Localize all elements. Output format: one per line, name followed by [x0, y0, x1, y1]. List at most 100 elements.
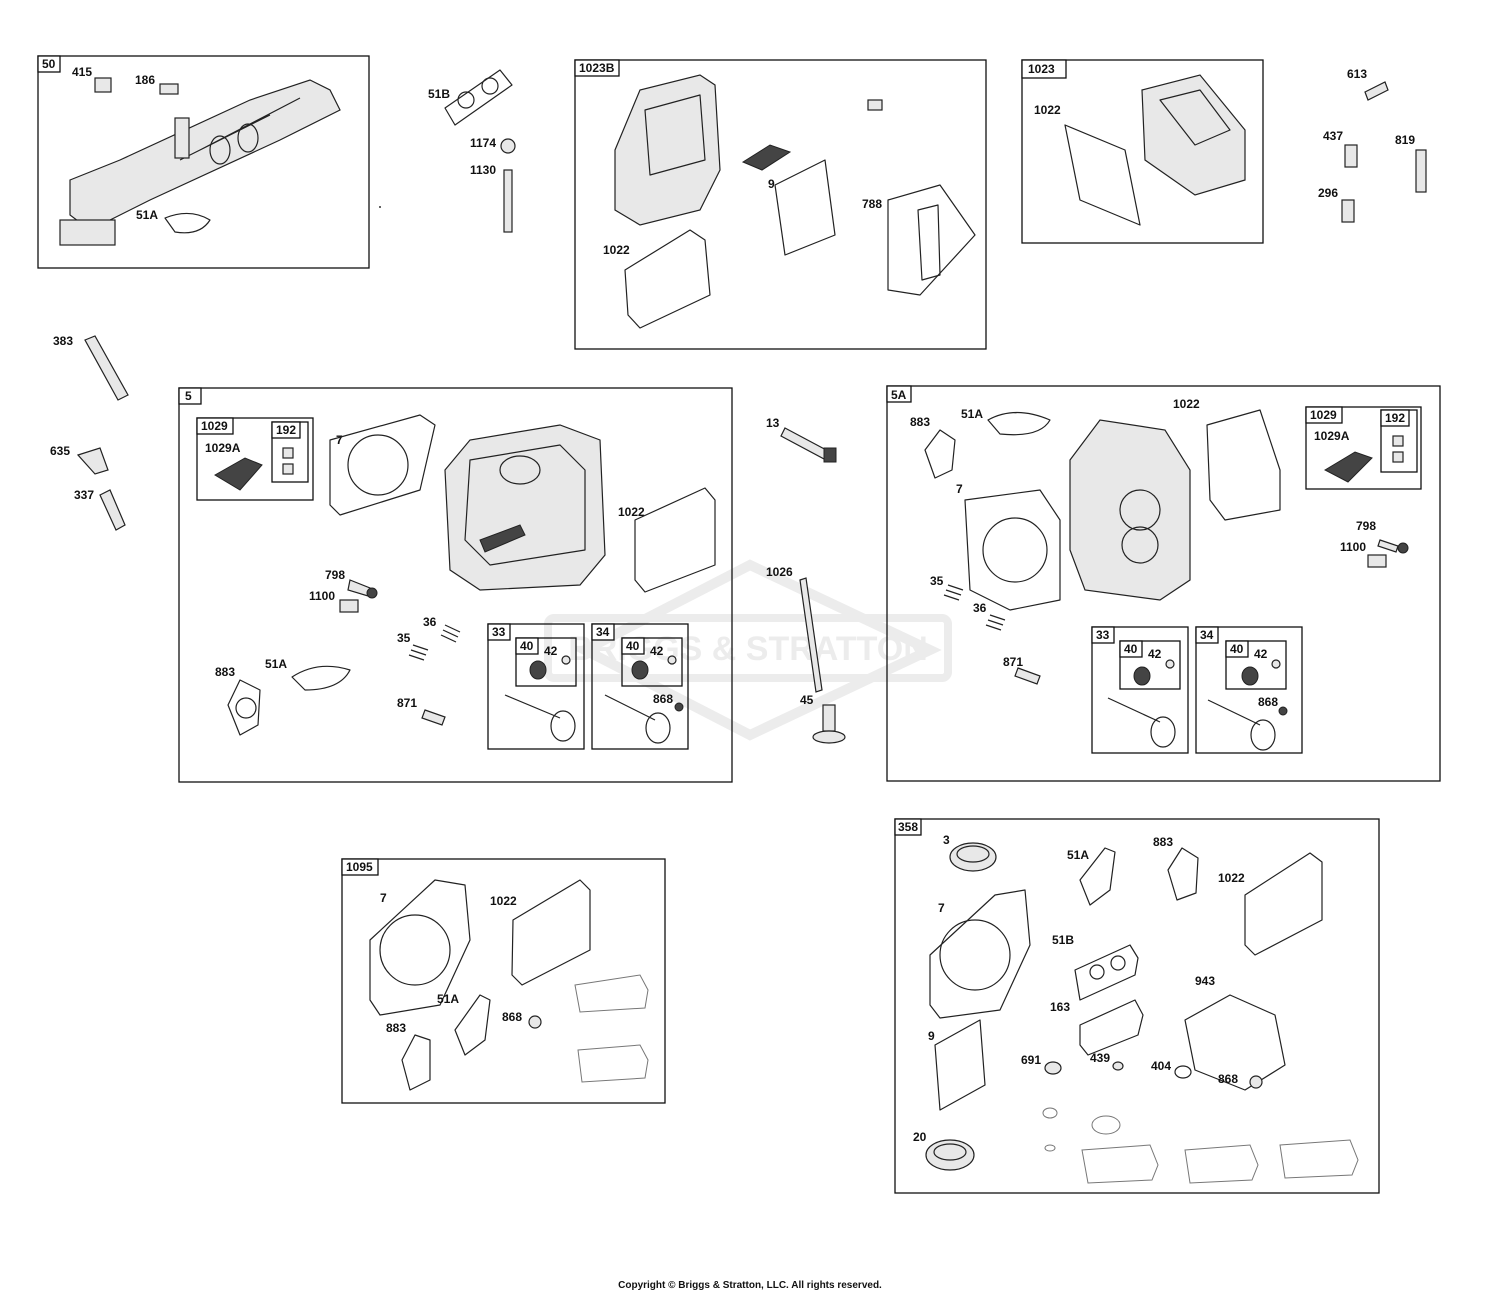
callout-label: 186	[135, 73, 155, 87]
callout-label: 337	[74, 488, 94, 502]
callout-label: 51A	[437, 992, 459, 1006]
callout-label: 42	[544, 644, 558, 658]
nut-1174: 1174	[470, 136, 516, 154]
callout-label: 404	[1151, 1059, 1171, 1073]
callout-label: 1023	[1028, 62, 1055, 76]
cylinder-head-5A-part	[1069, 419, 1191, 601]
callout-label: 798	[325, 568, 345, 582]
callout-label: 9	[928, 1029, 935, 1043]
callout-label: 1174	[470, 136, 496, 150]
callout-label: 296	[1318, 186, 1338, 200]
callout-label: 868	[1218, 1072, 1238, 1086]
fitting-415-part	[94, 77, 112, 93]
cylinder-head-part	[444, 424, 606, 591]
callout-label: 45	[800, 693, 814, 707]
callout-label: 868	[653, 692, 673, 706]
callout-label: 1100	[1340, 540, 1366, 554]
pushrod-1026: 1026	[766, 565, 823, 693]
callout-label: 1022	[1173, 397, 1200, 411]
callout-label: 36	[973, 601, 987, 615]
valve-cover-part	[614, 74, 721, 226]
callout-label: 40	[626, 639, 640, 653]
callout-label: 1022	[603, 243, 630, 257]
callout-label: 7	[956, 482, 963, 496]
callout-label: 192	[1385, 411, 1405, 425]
callout-label: 871	[397, 696, 417, 710]
callout-label: 1029A	[205, 441, 241, 455]
callout-label: 51B	[1052, 933, 1074, 947]
bolt-437: 437	[1323, 129, 1358, 168]
callout-label: 1100	[309, 589, 335, 603]
brand-watermark: BRIGGS & STRATTON	[544, 559, 952, 741]
callout-label: 3	[943, 833, 950, 847]
callout-label: 1022	[1034, 103, 1061, 117]
callout-label: 51A	[1067, 848, 1089, 862]
callout-label: 868	[502, 1010, 522, 1024]
callout-label: 635	[50, 444, 70, 458]
callout-label: 943	[1195, 974, 1215, 988]
callout-label: 40	[520, 639, 534, 653]
callout-label: 42	[1148, 647, 1162, 661]
tool-383: 383	[53, 334, 129, 401]
callout-label: 883	[910, 415, 930, 429]
callout-label: 358	[898, 820, 918, 834]
callout-label: 1023B	[579, 61, 615, 75]
callout-label: 9	[768, 177, 775, 191]
callout-label: 883	[386, 1021, 406, 1035]
spark-plug-337: 337	[74, 488, 126, 531]
callout-label: 42	[1254, 647, 1268, 661]
pin-1130: 1130	[470, 163, 513, 233]
callout-label: 42	[650, 644, 664, 658]
callout-label: 871	[1003, 655, 1023, 669]
callout-label: 13	[766, 416, 780, 430]
callout-label: 33	[1096, 628, 1110, 642]
callout-label: 7	[336, 433, 343, 447]
callout-label: 163	[1050, 1000, 1070, 1014]
callout-label: 1026	[766, 565, 793, 579]
callout-label: 40	[1230, 642, 1244, 656]
bolt-613: 613	[1347, 67, 1389, 101]
callout-label: 1022	[618, 505, 645, 519]
callout-label: 819	[1395, 133, 1415, 147]
callout-label: 883	[215, 665, 235, 679]
callout-label: 35	[397, 631, 411, 645]
box-5A: 5A 883 51A 1022 1029 1029A 192 7 798 110…	[886, 385, 1441, 782]
callout-label: 613	[1347, 67, 1367, 81]
bolt-13: 13	[766, 416, 837, 463]
intake-manifold-part	[59, 79, 341, 246]
callout-label: 439	[1090, 1051, 1110, 1065]
box-1023: 1023 1022	[1021, 59, 1264, 244]
callout-label: 5A	[891, 388, 907, 402]
callout-label: 5	[185, 389, 192, 403]
callout-label: 7	[380, 891, 387, 905]
callout-label: 1130	[470, 163, 496, 177]
callout-label: 20	[913, 1130, 927, 1144]
gasket-51B-top: 51B	[428, 69, 513, 126]
valve-45: 45	[800, 693, 846, 744]
callout-label: 415	[72, 65, 92, 79]
callout-label: 51B	[428, 87, 450, 101]
box-50: 50 415 186 51A	[37, 55, 370, 269]
box-358: 358 3 51A 883 1022 7 51B 943 163 9 691 4…	[894, 818, 1380, 1194]
callout-label: 691	[1021, 1053, 1041, 1067]
callout-label: 7	[938, 901, 945, 915]
callout-label: 1095	[346, 860, 373, 874]
box-1095: 1095 7 1022 51A 868 883	[341, 858, 666, 1104]
callout-label: 798	[1356, 519, 1376, 533]
gasket-51A-part	[164, 212, 211, 234]
callout-label: 34	[596, 625, 610, 639]
callout-label: 868	[1258, 695, 1278, 709]
bolt-296: 296	[1318, 186, 1355, 223]
callout-label: 51A	[961, 407, 983, 421]
fitting-186-part	[159, 83, 179, 95]
callout-label: 1029	[201, 419, 228, 433]
callout-label: 1029A	[1314, 429, 1350, 443]
callout-label: 192	[276, 423, 296, 437]
copyright-text: Copyright © Briggs & Stratton, LLC. All …	[618, 1280, 882, 1291]
box-5: 5 1029 1029A 192 7 1022 798 1100 36 35	[178, 387, 733, 783]
callout-label: 1022	[1218, 871, 1245, 885]
callout-label: 40	[1124, 642, 1138, 656]
callout-label: 383	[53, 334, 73, 348]
callout-label: 34	[1200, 628, 1214, 642]
